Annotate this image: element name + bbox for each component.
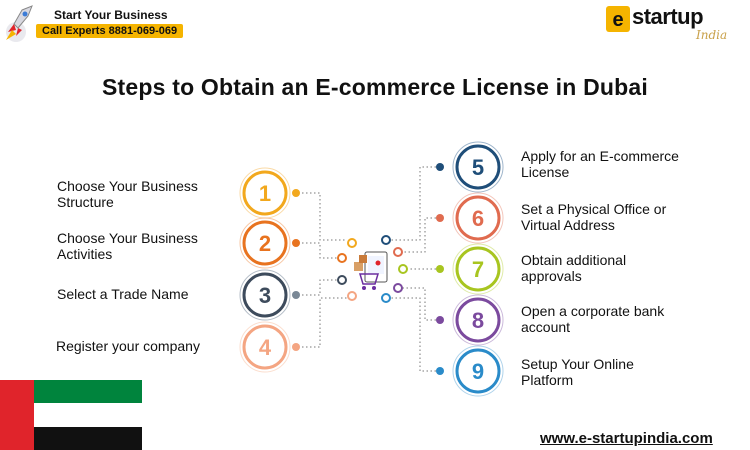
step-6-line1: Set a Physical Office or [521,201,667,217]
rocket-icon [6,5,33,42]
step-8-line2: account [521,319,571,335]
step-5-node: 5 [436,141,504,193]
uae-flag [0,380,142,450]
step-2-line2: Activities [57,246,113,262]
step-2-line1: Choose Your Business [57,230,198,246]
center-nodes [337,235,408,303]
ecommerce-cart-icon [354,251,388,290]
call-experts-badge[interactable]: Call Experts 8881-069-069 [36,24,184,38]
step-3-line1: Select a Trade Name [57,286,189,302]
right-connectors [388,166,436,372]
step-9-node: 9 [436,345,504,397]
flag-green-band [34,380,142,403]
flag-red-band [0,380,34,450]
step-9-line1: Setup Your Online [521,356,634,372]
promo-heading: Start Your Business [54,8,168,22]
page-title: Steps to Obtain an E-commerce License in… [102,74,648,100]
step-3-node: 3 [239,269,300,321]
step-8-number: 8 [472,308,484,333]
step-1-number: 1 [259,181,271,206]
step-6-line2: Virtual Address [521,217,615,233]
step-9-line2: Platform [521,372,574,388]
step-9-text: Setup Your Online Platform [521,356,634,388]
step-8-line1: Open a corporate bank [521,303,665,319]
step-3-text: Select a Trade Name [57,286,189,302]
step-2-number: 2 [259,231,271,256]
e-logo-icon: e [606,6,630,32]
step-5-line2: License [521,164,570,180]
step-8-text: Open a corporate bank account [521,303,664,335]
brand-script: India [696,28,728,42]
step-1-line1: Choose Your Business [57,178,198,194]
step-7-number: 7 [472,257,484,282]
flag-black-band [34,427,142,450]
step-5-text: Apply for an E-commerce License [521,148,679,180]
step-1-node: 1 [239,167,300,219]
step-3-number: 3 [259,283,271,308]
left-connectors [298,192,352,348]
website-link[interactable]: www.e-startupindia.com [540,430,713,447]
step-5-line1: Apply for an E-commerce [521,148,679,164]
step-5-number: 5 [472,155,484,180]
flag-white-band [34,403,142,427]
step-7-node: 7 [436,243,504,295]
brand-e-letter: e [612,9,623,31]
step-4-line1: Register your company [56,338,200,354]
step-6-number: 6 [472,206,484,231]
brand-name: startup [632,4,704,29]
promo-banner: Start Your Business Call Experts 8881-06… [2,4,184,46]
step-7-text: Obtain additional approvals [521,252,626,284]
step-4-node: 4 [239,321,300,373]
step-2-node: 2 [239,217,300,269]
step-7-line2: approvals [521,268,582,284]
brand-logo[interactable]: e startup India [606,2,746,46]
step-8-node: 8 [436,294,504,346]
step-4-text: Register your company [56,338,200,354]
step-7-line1: Obtain additional [521,252,627,268]
step-1-text: Choose Your Business Structure [57,178,198,210]
step-2-text: Choose Your Business Activities [57,230,198,262]
step-1-line2: Structure [57,194,114,210]
step-4-number: 4 [259,335,272,360]
step-6-text: Set a Physical Office or Virtual Address [521,201,666,233]
step-9-number: 9 [472,359,484,384]
step-6-node: 6 [436,192,504,244]
